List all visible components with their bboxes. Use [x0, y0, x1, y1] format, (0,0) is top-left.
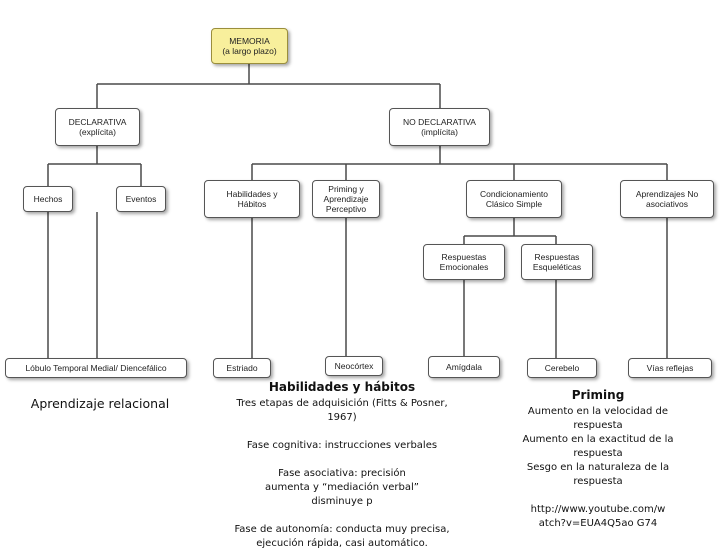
respuestas-esqueleticas-node: Respuestas Esqueléticas: [521, 244, 593, 280]
condicionamiento-sublabel: Clásico Simple: [485, 199, 543, 209]
declarativa-label: DECLARATIVA: [68, 117, 127, 127]
declarativa-node: DECLARATIVA (explícita): [55, 108, 140, 146]
estriado-node: Estriado: [213, 358, 271, 378]
habilidades-node: Habilidades y Hábitos: [204, 180, 300, 218]
habilidades-paragraph-2: Fase cognitiva: instrucciones verbales: [246, 440, 438, 451]
priming-heading: Priming: [571, 388, 625, 402]
eventos-label: Eventos: [125, 194, 157, 204]
habilidades-label: Habilidades y: [226, 189, 278, 199]
cerebelo-node: Cerebelo: [527, 358, 597, 378]
hechos-label: Hechos: [33, 194, 63, 204]
priming-line-3: Sesgo en la naturaleza de la respuesta: [526, 462, 670, 487]
habilidades-paragraph-3: Fase asociativa: precisión aumenta y “me…: [265, 468, 419, 507]
respuestas-emocionales-node: Respuestas Emocionales: [423, 244, 505, 280]
neocortex-node: Neocórtex: [325, 356, 383, 376]
aprendizaje-relacional-heading: Aprendizaje relacional: [30, 396, 170, 411]
priming-line-1: Aumento en la velocidad de respuesta: [527, 406, 669, 431]
memoria-node: MEMORIA (a largo plazo): [211, 28, 288, 64]
priming-label-3: Perceptivo: [325, 204, 367, 214]
habilidades-paragraph-1: Tres etapas de adquisición (Fitts & Posn…: [236, 398, 448, 423]
priming-annotation: Priming Aumento en la velocidad de respu…: [522, 388, 674, 531]
habilidades-sublabel: Hábitos: [237, 199, 267, 209]
connector-declarativa-split: [47, 146, 142, 186]
hechos-node: Hechos: [23, 186, 73, 212]
esqueleticas-sublabel: Esqueléticas: [532, 262, 582, 272]
memoria-sublabel: (a largo plazo): [222, 46, 277, 56]
neocortex-label: Neocórtex: [334, 361, 374, 371]
amigdala-label: Amígdala: [446, 362, 482, 372]
no-declarativa-label: NO DECLARATIVA: [403, 117, 476, 127]
no-declarativa-sublabel: (implícita): [421, 127, 458, 137]
aprendizajes-no-asociativos-node: Aprendizajes No asociativos: [620, 180, 714, 218]
habilidades-heading: Habilidades y hábitos: [268, 380, 416, 394]
priming-label-1: Priming y: [328, 184, 364, 194]
declarativa-sublabel: (explícita): [79, 127, 116, 137]
priming-video-link[interactable]: http://www.youtube.com/watch?v=EUA4Q5ao …: [530, 504, 666, 529]
priming-label-2: Aprendizaje: [323, 194, 369, 204]
esqueleticas-label: Respuestas: [534, 252, 580, 262]
emocionales-sublabel: Emocionales: [439, 262, 489, 272]
lobulo-temporal-node: Lóbulo Temporal Medial/ Diencefálico: [5, 358, 187, 378]
vias-reflejas-node: Vías reflejas: [628, 358, 712, 378]
aprendizajes-label: Aprendizajes No: [635, 189, 699, 199]
condicionamiento-label: Condicionamiento: [479, 189, 549, 199]
habilidades-annotation: Habilidades y hábitos Tres etapas de adq…: [228, 380, 456, 551]
habilidades-paragraph-4: Fase de autonomía: conducta muy precisa,…: [234, 524, 450, 549]
connector-no-declarativa-split: [251, 146, 668, 180]
aprendizaje-relacional-annotation: Aprendizaje relacional: [10, 396, 190, 411]
lobulo-label: Lóbulo Temporal Medial/ Diencefálico: [25, 363, 167, 373]
aprendizajes-sublabel: asociativos: [645, 199, 689, 209]
priming-node: Priming y Aprendizaje Perceptivo: [312, 180, 380, 218]
condicionamiento-node: Condicionamiento Clásico Simple: [466, 180, 562, 218]
connector-memoria-split: [97, 64, 440, 85]
vias-reflejas-label: Vías reflejas: [646, 363, 694, 373]
priming-line-2: Aumento en la exactitud de la respuesta: [522, 434, 674, 459]
memoria-label: MEMORIA: [229, 36, 270, 46]
emocionales-label: Respuestas: [441, 252, 487, 262]
connector-condicionamiento-split: [463, 218, 557, 244]
amigdala-node: Amígdala: [428, 356, 500, 378]
eventos-node: Eventos: [116, 186, 166, 212]
no-declarativa-node: NO DECLARATIVA (implícita): [389, 108, 490, 146]
cerebelo-label: Cerebelo: [544, 363, 580, 373]
estriado-label: Estriado: [226, 363, 258, 373]
